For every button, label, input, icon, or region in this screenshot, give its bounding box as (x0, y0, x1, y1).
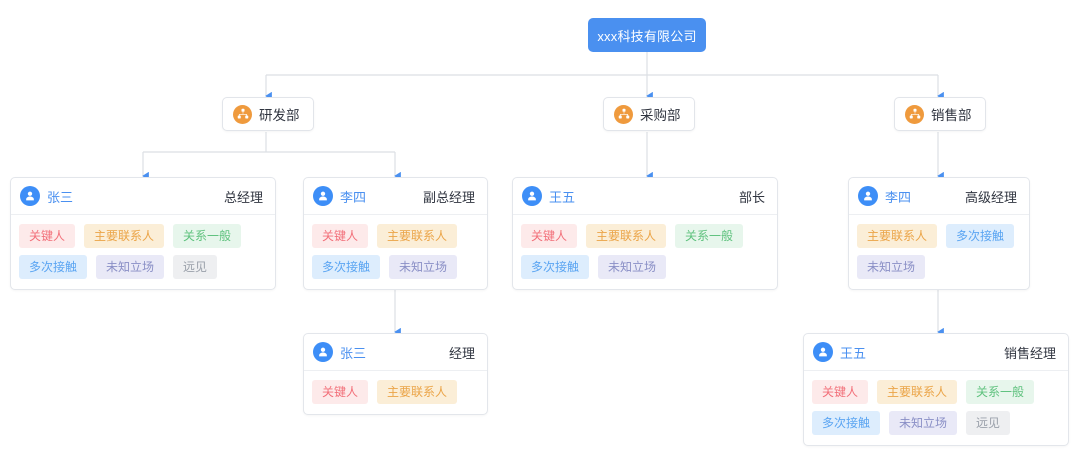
person-tag[interactable]: 关键人 (312, 224, 369, 248)
person-tag[interactable]: 未知立场 (889, 411, 958, 435)
person-tag[interactable]: 多次接触 (312, 255, 381, 279)
person-card-header: 张三 经理 (304, 334, 487, 371)
person-tag[interactable]: 远见 (966, 411, 1011, 435)
person-tag[interactable]: 未知立场 (598, 255, 667, 279)
person-tag[interactable]: 关键人 (812, 380, 869, 404)
person-tag[interactable]: 多次接触 (19, 255, 88, 279)
person-name: 王五 (840, 345, 867, 361)
department-label: 采购部 (640, 108, 681, 123)
sitemap-icon (614, 104, 633, 124)
person-card[interactable]: 王五 销售经理关键人主要联系人关系一般多次接触未知立场远见 (803, 333, 1069, 446)
person-tag[interactable]: 主要联系人 (377, 380, 458, 404)
person-card-header: 张三 总经理 (11, 178, 275, 215)
person-tag[interactable]: 关键人 (312, 380, 369, 404)
person-tag[interactable]: 关键人 (19, 224, 76, 248)
person-tag[interactable]: 主要联系人 (84, 224, 165, 248)
person-tag-list: 关键人主要联系人 (304, 371, 487, 414)
person-tag[interactable]: 主要联系人 (857, 224, 938, 248)
person-tag[interactable]: 关键人 (521, 224, 578, 248)
user-icon (313, 342, 333, 362)
person-tag-list: 主要联系人多次接触未知立场 (849, 215, 1029, 289)
department-label: 研发部 (259, 108, 300, 123)
person-tag[interactable]: 多次接触 (812, 411, 881, 435)
person-tag[interactable]: 主要联系人 (377, 224, 458, 248)
person-tag[interactable]: 关系一般 (966, 380, 1035, 404)
person-title: 总经理 (223, 189, 263, 205)
person-tag[interactable]: 未知立场 (96, 255, 165, 279)
person-name: 张三 (47, 189, 74, 205)
sitemap-icon (233, 104, 252, 124)
person-tag-list: 关键人主要联系人关系一般多次接触未知立场 (513, 215, 777, 289)
person-title: 高级经理 (964, 189, 1017, 205)
person-tag[interactable]: 多次接触 (521, 255, 590, 279)
person-name: 王五 (549, 189, 576, 205)
person-card[interactable]: 张三 经理关键人主要联系人 (303, 333, 488, 415)
person-card[interactable]: 李四 副总经理关键人主要联系人多次接触未知立场 (303, 177, 488, 290)
root-node-label: xxx科技有限公司 (597, 28, 697, 44)
person-tag[interactable]: 未知立场 (389, 255, 458, 279)
person-tag[interactable]: 远见 (173, 255, 218, 279)
person-tag[interactable]: 未知立场 (857, 255, 926, 279)
user-icon (522, 186, 542, 206)
person-card[interactable]: 张三 总经理关键人主要联系人关系一般多次接触未知立场远见 (10, 177, 276, 290)
person-tag[interactable]: 关系一般 (675, 224, 744, 248)
department-node-rd[interactable]: 研发部 (222, 97, 314, 131)
department-node-sales[interactable]: 销售部 (894, 97, 986, 131)
person-card-header: 李四 高级经理 (849, 178, 1029, 215)
person-title: 销售经理 (1003, 345, 1056, 361)
sitemap-icon (905, 104, 924, 124)
person-title: 副总经理 (422, 189, 475, 205)
user-icon (813, 342, 833, 362)
person-tag[interactable]: 主要联系人 (877, 380, 958, 404)
person-card-header: 李四 副总经理 (304, 178, 487, 215)
person-tag-list: 关键人主要联系人多次接触未知立场 (304, 215, 487, 289)
person-name: 李四 (885, 189, 912, 205)
person-tag-list: 关键人主要联系人关系一般多次接触未知立场远见 (804, 371, 1068, 445)
person-card[interactable]: 李四 高级经理主要联系人多次接触未知立场 (848, 177, 1030, 290)
user-icon (20, 186, 40, 206)
person-tag[interactable]: 多次接触 (946, 224, 1015, 248)
person-tag[interactable]: 主要联系人 (586, 224, 667, 248)
person-title: 经理 (448, 345, 475, 361)
person-card-header: 王五 销售经理 (804, 334, 1068, 371)
person-tag[interactable]: 关系一般 (173, 224, 242, 248)
person-title: 部长 (738, 189, 765, 205)
person-card[interactable]: 王五 部长关键人主要联系人关系一般多次接触未知立场 (512, 177, 778, 290)
person-card-header: 王五 部长 (513, 178, 777, 215)
department-node-purchasing[interactable]: 采购部 (603, 97, 695, 131)
person-name: 李四 (340, 189, 367, 205)
department-label: 销售部 (931, 108, 972, 123)
root-node-company[interactable]: xxx科技有限公司 (588, 18, 706, 52)
person-name: 张三 (340, 345, 367, 361)
user-icon (858, 186, 878, 206)
person-tag-list: 关键人主要联系人关系一般多次接触未知立场远见 (11, 215, 275, 289)
user-icon (313, 186, 333, 206)
